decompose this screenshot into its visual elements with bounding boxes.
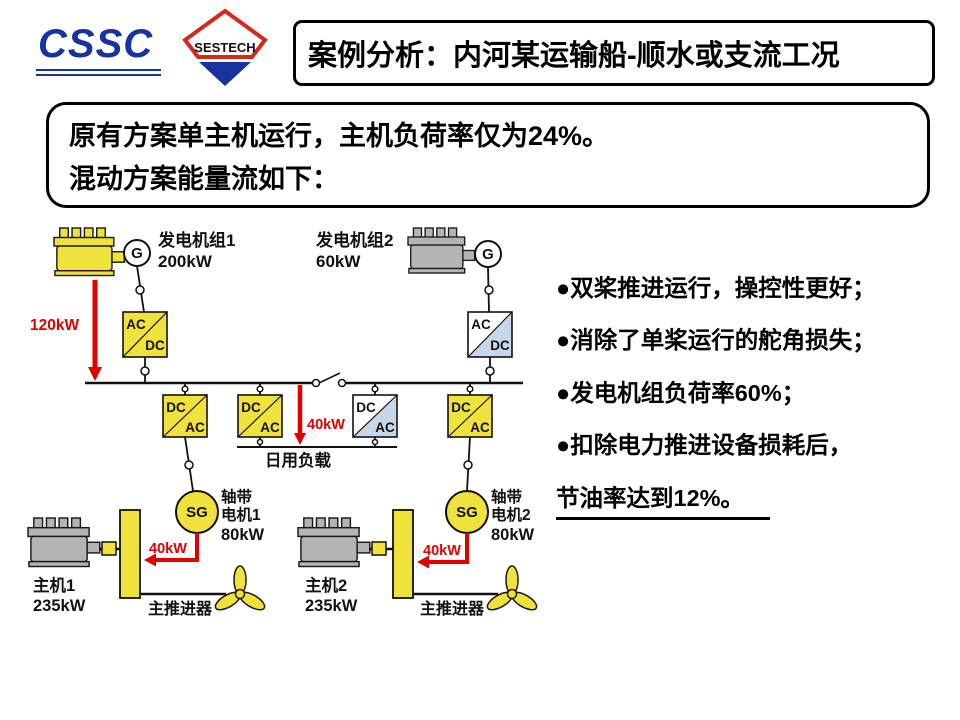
shaft-motor1-power: 80kW — [221, 526, 265, 544]
shaft1-coupling-icon — [101, 541, 117, 556]
svg-text:DC: DC — [451, 400, 471, 415]
dcac-converter-2: DC AC — [237, 394, 283, 438]
genset1-generator-icon — [123, 239, 151, 267]
genset1-power: 200kW — [158, 252, 213, 271]
genset1-generator-symbol: G — [131, 245, 143, 262]
title-box: 案例分析：内河某运输船-顺水或支流工况 — [293, 20, 935, 86]
genset1-engine-icon — [53, 227, 126, 277]
bus-tie-switch-icon — [311, 372, 347, 388]
flow-shaft2-value: 40kW — [423, 543, 461, 559]
main-engine2-icon — [297, 517, 371, 568]
svg-text:AC: AC — [375, 420, 395, 435]
bullet-item-1: ●双桨推进运行，操控性更好； — [556, 274, 954, 303]
sestech-roof-shape — [182, 8, 268, 59]
svg-text:AC: AC — [260, 420, 280, 435]
flow-shaft1-value: 40kW — [149, 541, 187, 557]
flow-shaft1-arrow — [156, 533, 199, 562]
main-engine2-label: 主机2 — [305, 575, 347, 595]
main-engine2-power: 235kW — [305, 597, 358, 615]
genset2-power: 60kW — [316, 252, 361, 271]
propeller1-label: 主推进器 — [148, 599, 213, 618]
sestech-arrow-shape — [199, 62, 251, 86]
power-flow-arrows — [88, 280, 469, 569]
genset1-label: 发电机组1 — [157, 230, 235, 250]
svg-text:DC: DC — [166, 400, 186, 415]
sestech-logo: SESTECH — [182, 8, 268, 86]
shaft-motor1-label-2: 电机1 — [221, 505, 261, 524]
bullet-text: 扣除电力推进设备损耗后， — [570, 432, 853, 459]
flow-shaft2-arrow — [429, 533, 469, 564]
svg-text:AC: AC — [126, 317, 146, 332]
dcac-converter-3: DC AC — [352, 394, 398, 438]
svg-text:DC: DC — [241, 400, 261, 415]
bullet-icon: ● — [556, 275, 571, 301]
genset2-label: 发电机组2 — [315, 230, 393, 250]
propeller2-icon — [484, 565, 540, 614]
flow-gen1-value: 120kW — [30, 317, 79, 334]
acdc-converter-1: AC DC — [122, 311, 168, 358]
main-engine1-icon — [27, 517, 101, 568]
shaft-motor2-power: 80kW — [491, 526, 535, 544]
acdc-converter-2: AC DC — [467, 311, 513, 358]
main-engine1-label: 主机1 — [33, 575, 75, 595]
summary-bullets: ●双桨推进运行，操控性更好； ●消除了单桨运行的舵角损失； ●发电机组负荷率60… — [556, 274, 954, 543]
svg-text:DC: DC — [490, 338, 510, 353]
shaft-motor2-symbol: SG — [456, 504, 478, 521]
svg-text:AC: AC — [471, 317, 491, 332]
propeller2-label: 主推进器 — [420, 599, 485, 618]
gearbox2-icon — [392, 509, 414, 599]
svg-text:AC: AC — [470, 420, 490, 435]
bullet-text: 消除了单桨运行的舵角损失； — [570, 327, 876, 354]
bullet-text: 发电机组负荷率60%； — [570, 379, 806, 406]
genset2-engine-icon — [407, 227, 476, 274]
svg-text:DC: DC — [145, 338, 165, 353]
breaker-icons — [135, 285, 495, 470]
genset2-generator-icon — [474, 240, 502, 268]
energy-flow-diagram: G 发电机组1 200kW 发电机组2 60kW G AC DC AC DC — [27, 227, 540, 618]
daily-load-label: 日用负载 — [265, 450, 332, 470]
main-engine1-power: 235kW — [33, 597, 86, 615]
bullet-item-3: ●发电机组负荷率60%； — [556, 379, 954, 408]
page-title: 案例分析：内河某运输船-顺水或支流工况 — [308, 40, 840, 72]
gearbox1-icon — [119, 509, 141, 599]
bullet-item-4: ●扣除电力推进设备损耗后， — [556, 431, 954, 460]
shaft2-coupling-icon — [371, 541, 387, 556]
shaft-motor1-label-1: 轴带 — [221, 487, 253, 506]
intro-line-1: 原有方案单主机运行，主机负荷率仅为24%。 — [69, 121, 610, 151]
bullet-icon: ● — [556, 379, 571, 406]
dcac-converter-1: DC AC — [162, 394, 208, 438]
bullet-icon: ● — [556, 327, 571, 354]
intro-box: 原有方案单主机运行，主机负荷率仅为24%。 混动方案能量流如下： — [46, 102, 930, 208]
svg-text:DC: DC — [356, 400, 376, 415]
sestech-logo-text: SESTECH — [194, 40, 255, 55]
cssc-logo: CSSC — [36, 22, 162, 76]
genset2-generator-symbol: G — [482, 246, 494, 263]
shaft-motor2-label-1: 轴带 — [491, 487, 523, 506]
bullet-icon: ● — [556, 432, 571, 459]
bullet-text: 双桨推进运行，操控性更好； — [570, 275, 876, 301]
shaft-motor2-label-2: 电机2 — [491, 505, 531, 524]
intro-line-2: 混动方案能量流如下： — [69, 164, 339, 195]
bullet-item-2: ●消除了单桨运行的舵角损失； — [556, 326, 954, 355]
shaft-motor1-symbol: SG — [186, 504, 208, 521]
flow-daily-load-value: 40kW — [307, 417, 345, 433]
svg-text:AC: AC — [185, 420, 205, 435]
propeller1-icon — [212, 565, 268, 614]
bullet-text-underlined: 节油率达到12%。 — [556, 484, 771, 520]
dcac-converter-4: DC AC — [447, 394, 493, 438]
bullet-item-5: 节油率达到12%。 — [556, 484, 954, 520]
